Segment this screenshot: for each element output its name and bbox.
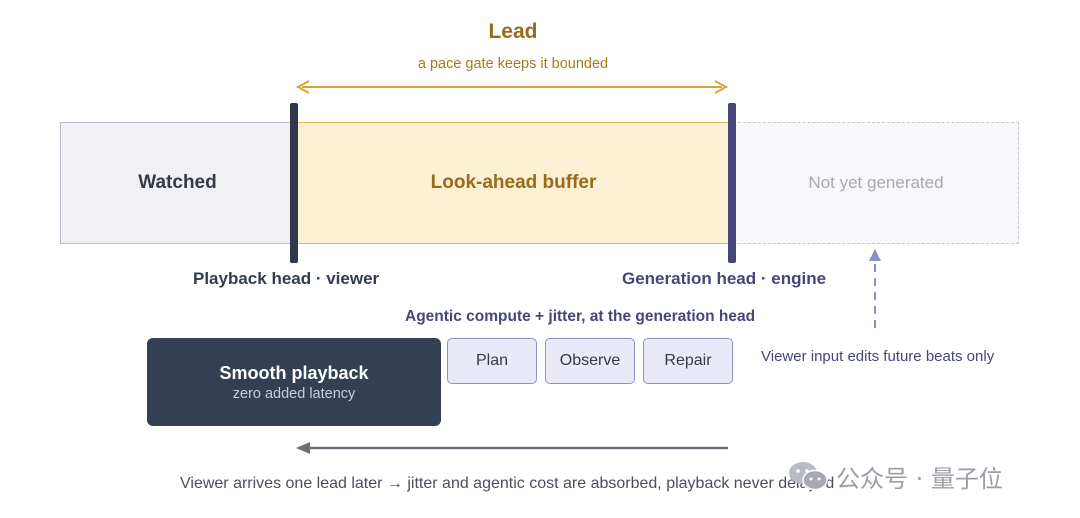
look-ahead-buffer-segment: Look-ahead buffer [295,122,732,244]
watermark-text: 公众号 · 量子位 [836,464,1003,493]
future-label: Not yet generated [808,173,944,192]
smooth-playback-title: Smooth playback [219,362,369,383]
lead-subtitle: a pace gate keeps it bounded [417,56,609,72]
task-plan-label: Plan [475,352,509,369]
playback-head-marker [290,103,298,263]
task-observe-box: Observe [545,338,635,384]
task-observe-label: Observe [559,352,621,369]
task-repair-label: Repair [664,352,712,369]
lead-double-arrow [295,80,729,94]
watermark: 公众号 · 量子位 [786,456,1003,496]
watched-label: Watched [138,172,217,193]
catch-up-arrow [296,442,728,454]
wechat-icon [789,462,828,491]
generation-head-marker [728,103,736,263]
viewer-input-note: Viewer input edits future beats only [761,348,995,365]
smooth-playback-box: Smooth playback zero added latency [147,338,441,426]
lead-title: Lead [488,20,538,43]
buffer-label: Look-ahead buffer [430,172,597,193]
smooth-playback-subtitle: zero added latency [232,385,356,402]
not-yet-generated-segment: Not yet generated [733,122,1019,244]
watched-segment: Watched [60,122,295,244]
viewer-input-arrow [869,249,881,328]
task-plan-box: Plan [447,338,537,384]
compute-caption: Agentic compute + jitter, at the generat… [405,308,756,325]
generation-head-label: Generation head · engine [622,269,827,288]
bottom-caption: Viewer arrives one lead later → jitter a… [180,475,835,492]
playback-head-label: Playback head · viewer [193,269,380,288]
task-repair-box: Repair [643,338,733,384]
